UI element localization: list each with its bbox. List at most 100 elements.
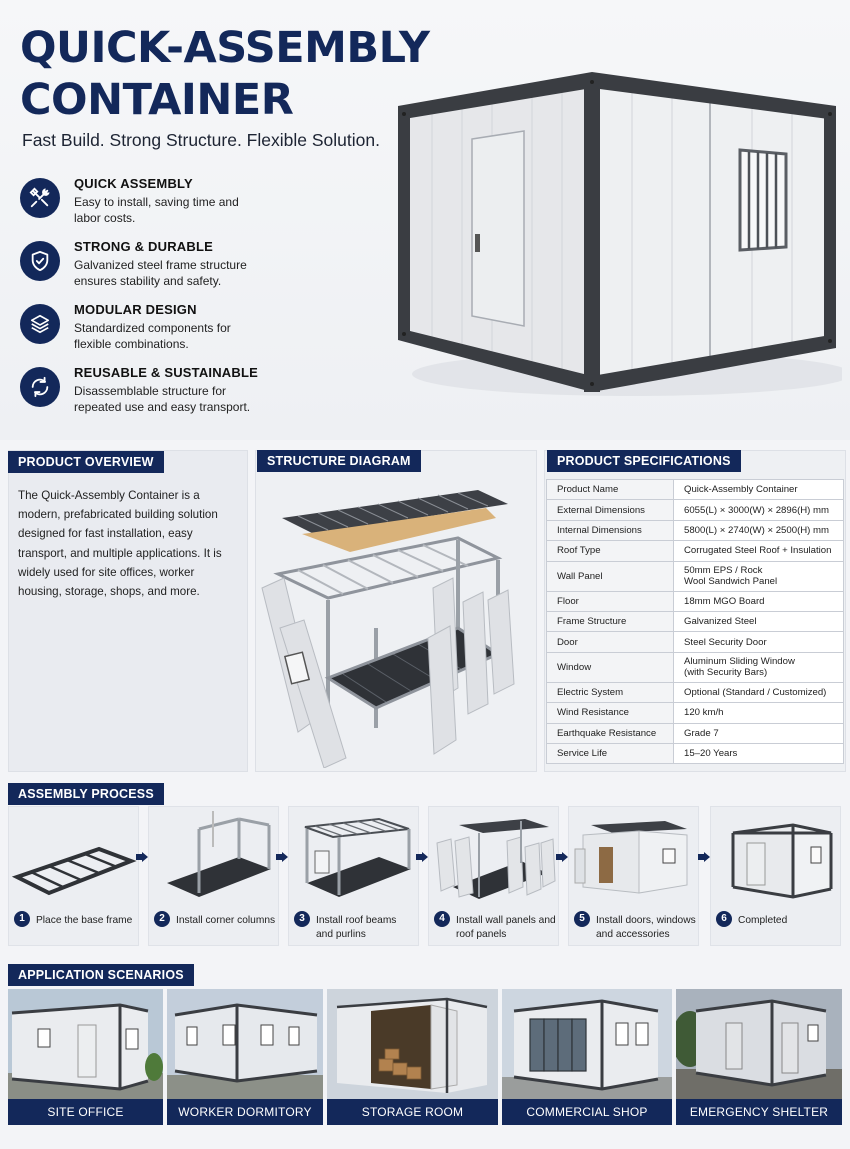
app-site-office: SITE OFFICE <box>8 989 163 1125</box>
spec-value: 50mm EPS / Rock Wool Sandwich Panel <box>673 560 844 592</box>
arrow-right-icon <box>556 852 568 862</box>
feature-title: STRONG & DURABLE <box>74 239 213 254</box>
feature-desc: Standardized components for flexible com… <box>74 321 231 351</box>
spec-key: Internal Dimensions <box>546 519 674 542</box>
app-caption: WORKER DORMITORY <box>167 1099 323 1125</box>
spec-value: 18mm MGO Board <box>673 590 844 612</box>
structure-heading: STRUCTURE DIAGRAM <box>257 450 421 472</box>
feature-desc: Galvanized steel frame structure ensures… <box>74 258 247 288</box>
spec-value: 15–20 Years <box>673 742 844 765</box>
assembly-heading: ASSEMBLY PROCESS <box>8 783 164 805</box>
feature-desc: Easy to install, saving time and labor c… <box>74 195 239 225</box>
step-label: Install roof beams and purlins <box>316 915 397 940</box>
overview-panel <box>8 450 248 772</box>
spec-key: Frame Structure <box>546 610 674 633</box>
worker-dormitory-image <box>167 989 323 1099</box>
app-caption: SITE OFFICE <box>8 1099 163 1125</box>
step-number: 2 <box>154 911 170 927</box>
feature-quick-assembly: QUICK ASSEMBLY Easy to install, saving t… <box>20 176 380 239</box>
step-label: Install wall panels and roof panels <box>456 915 556 940</box>
app-caption: COMMERCIAL SHOP <box>502 1099 672 1125</box>
roof-frame <box>273 536 503 600</box>
spec-key: Floor <box>546 590 674 612</box>
title-line-1: QUICK-ASSEMBLY <box>20 23 430 73</box>
step-label: Completed <box>738 915 788 926</box>
arrow-right-icon <box>416 852 428 862</box>
insulation-layer <box>302 508 496 552</box>
spec-value: 5800(L) × 2740(W) × 2500(H) mm <box>673 519 844 542</box>
step-3: 3 Install roof beams and purlins <box>288 806 419 946</box>
wall-panels-illustration <box>436 819 556 899</box>
applications-heading: APPLICATION SCENARIOS <box>8 964 194 986</box>
doors-windows-illustration <box>574 821 688 894</box>
app-storage-room: STORAGE ROOM <box>327 989 498 1125</box>
spec-key: Door <box>546 631 674 653</box>
step-number: 1 <box>14 911 30 927</box>
app-commercial-shop: COMMERCIAL SHOP <box>502 989 672 1125</box>
layers-icon <box>20 304 60 344</box>
site-office-image <box>8 989 163 1099</box>
spec-value: Optional (Standard / Customized) <box>673 681 844 704</box>
step-number: 5 <box>574 911 590 927</box>
spec-key: Product Name <box>546 478 674 501</box>
roof-corrugation <box>297 492 489 531</box>
spec-key: Window <box>546 651 674 683</box>
spec-key: Earthquake Resistance <box>546 722 674 744</box>
hero-subtitle: Fast Build. Strong Structure. Flexible S… <box>22 130 380 150</box>
commercial-shop-image <box>502 989 672 1099</box>
tools-icon <box>20 178 60 218</box>
overview-text: The Quick-Assembly Container is a modern… <box>18 489 222 599</box>
roof-beams-illustration <box>304 817 411 897</box>
step-2: 2 Install corner columns <box>148 806 279 946</box>
spec-value: Quick-Assembly Container <box>673 478 844 501</box>
step-1: 1 Place the base frame <box>8 806 139 946</box>
spec-value: 6055(L) × 3000(W) × 2896(H) mm <box>673 499 844 521</box>
app-emergency-shelter: EMERGENCY SHELTER <box>676 989 842 1125</box>
spec-key: Wall Panel <box>546 560 674 592</box>
arrow-right-icon <box>276 852 288 862</box>
roof-purlins <box>297 544 469 595</box>
step-number: 6 <box>716 911 732 927</box>
step-6: 6 Completed <box>710 806 841 946</box>
storage-room-image <box>327 989 498 1099</box>
spec-value: Aluminum Sliding Window (with Security B… <box>673 651 844 683</box>
spec-value: Galvanized Steel <box>673 610 844 633</box>
structure-diagram <box>261 490 515 768</box>
step-label: Place the base frame <box>36 915 133 926</box>
step-4: 4 Install wall panels and roof panels <box>428 806 559 946</box>
overview-heading: PRODUCT OVERVIEW <box>8 451 164 473</box>
emergency-shelter-image <box>676 989 842 1099</box>
feature-reusable: REUSABLE & SUSTAINABLE Disassemblable st… <box>20 365 380 428</box>
spec-value: Grade 7 <box>673 722 844 744</box>
shield-icon <box>20 241 60 281</box>
step-number: 3 <box>294 911 310 927</box>
spec-value: 120 km/h <box>673 702 844 724</box>
feature-strong-durable: STRONG & DURABLE Galvanized steel frame … <box>20 239 380 302</box>
spec-value: Corrugated Steel Roof + Insulation <box>673 540 844 562</box>
feature-list: QUICK ASSEMBLY Easy to install, saving t… <box>20 176 380 428</box>
columns-illustration <box>167 811 271 897</box>
step-label: Install doors, windows and accessories <box>596 915 696 940</box>
step-5: 5 Install doors, windows and accessories <box>568 806 699 946</box>
spec-key: Service Life <box>546 742 674 765</box>
page-title: QUICK-ASSEMBLY CONTAINER <box>20 22 430 126</box>
step-label: Install corner columns <box>176 915 276 926</box>
recycle-icon <box>20 367 60 407</box>
feature-title: REUSABLE & SUSTAINABLE <box>74 365 259 380</box>
feature-modular-design: MODULAR DESIGN Standardized components f… <box>20 302 380 365</box>
diagram-window <box>283 651 311 685</box>
completed-container-illustration <box>731 823 833 899</box>
